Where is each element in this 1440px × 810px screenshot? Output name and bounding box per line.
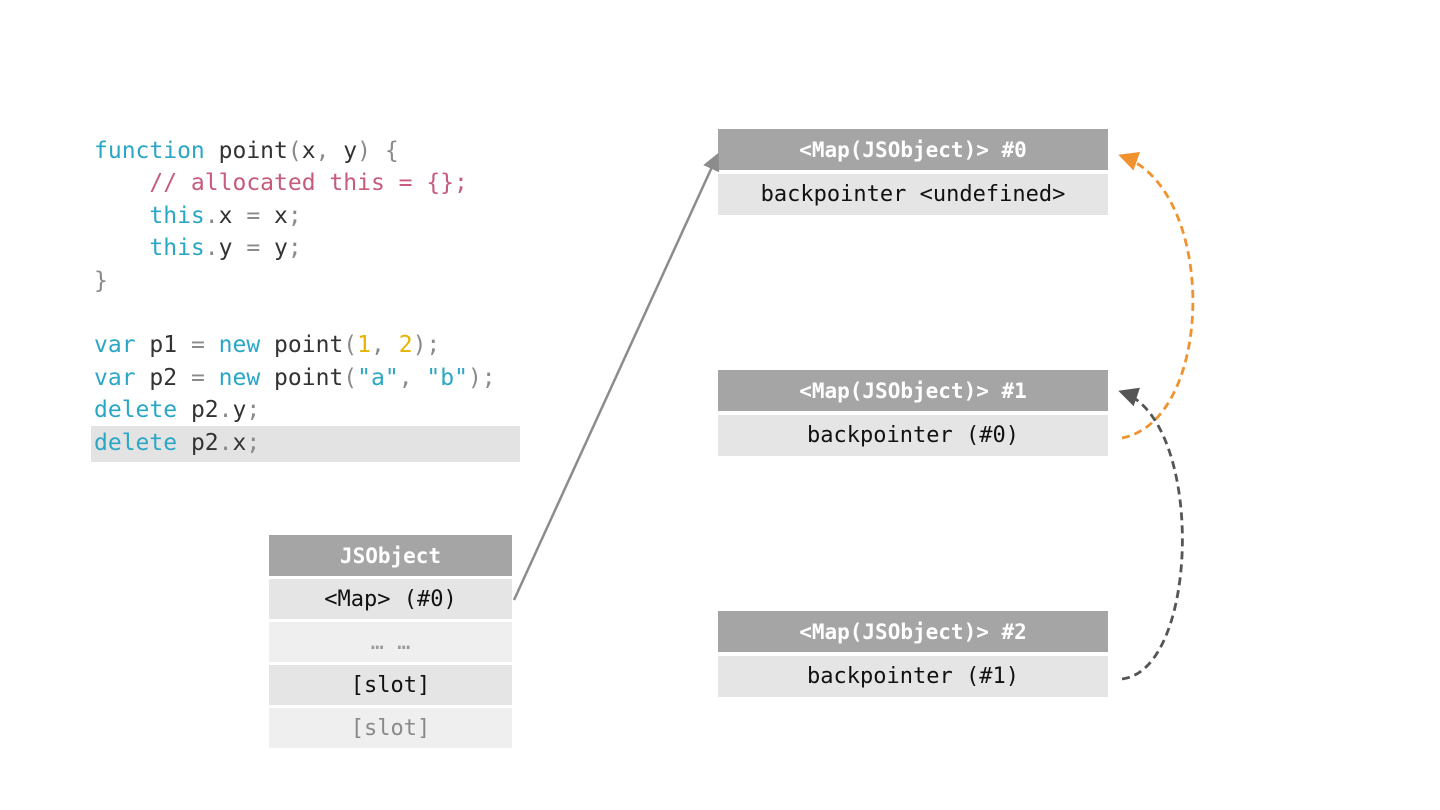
code-token: "a" (357, 364, 399, 391)
jsobject-ellipsis-row: … … (269, 622, 512, 662)
code-token: p2 (135, 364, 191, 391)
code-token: , (315, 138, 344, 164)
code-token: this (94, 202, 205, 229)
code-token: ; (246, 429, 261, 456)
code-token: ( (287, 138, 302, 164)
code-line: ​ (94, 297, 496, 329)
code-token: point (204, 138, 288, 164)
code-token: ( (343, 332, 358, 359)
jsobject-slot-row: [slot] (269, 665, 512, 705)
code-line-highlight (91, 426, 520, 462)
map-backpointer-0: backpointer <undefined> (718, 174, 1108, 215)
code-token: 2 (398, 332, 413, 359)
code-line: delete p2.x; (94, 427, 496, 459)
code-token: 1 (357, 332, 371, 359)
code-line: var p2 = new point("a", "b"); (94, 362, 496, 394)
jsobject-to-map0-arrow (512, 152, 720, 601)
code-token: new (218, 332, 261, 359)
map-box-1: <Map(JSObject)> #1 backpointer (#0) (718, 370, 1108, 456)
code-token: ); (412, 332, 441, 359)
code-token: point (260, 364, 344, 391)
code-token: . (218, 429, 233, 456)
code-token: p1 (135, 332, 191, 359)
code-token: delete (94, 429, 178, 456)
jsobject-header: JSObject (269, 535, 512, 576)
code-line: this.y = y; (94, 232, 496, 264)
map-box-0: <Map(JSObject)> #0 backpointer <undefine… (718, 129, 1108, 215)
code-token: ; (287, 202, 302, 229)
code-token: x (274, 202, 288, 229)
code-line: } (94, 265, 496, 297)
code-token: = (232, 235, 275, 262)
code-token: = (190, 332, 219, 359)
code-token: x (301, 138, 316, 164)
map-header-2: <Map(JSObject)> #2 (718, 611, 1108, 652)
code-token: new (218, 364, 261, 391)
code-token: y (232, 397, 247, 424)
map-box-2: <Map(JSObject)> #2 backpointer (#1) (718, 611, 1108, 697)
code-token: p2 (177, 397, 219, 424)
code-token: // allocated this = {}; (94, 170, 468, 197)
map-header-1: <Map(JSObject)> #1 (718, 370, 1108, 411)
code-token: ( (343, 364, 358, 391)
code-token: ; (287, 235, 302, 262)
code-token: function (94, 138, 205, 164)
code-token: ; (246, 397, 261, 424)
map-header-0: <Map(JSObject)> #0 (718, 129, 1108, 170)
code-token: delete (94, 397, 178, 424)
jsobject-slot-row-faded: [slot] (269, 708, 512, 748)
code-token: y (274, 235, 288, 262)
code-token: } (94, 267, 108, 294)
code-token: . (204, 202, 219, 229)
map-backpointer-1: backpointer (#0) (718, 415, 1108, 456)
map2-to-map1-backpointer-arrow (1118, 387, 1184, 681)
map-backpointer-2: backpointer (#1) (718, 656, 1108, 697)
code-token: ) { (357, 138, 399, 164)
code-token: , (371, 332, 399, 359)
jsobject-map-row: <Map> (#0) (269, 579, 512, 619)
code-token: . (204, 235, 219, 262)
code-token: var (94, 332, 136, 359)
code-token: x (232, 429, 247, 456)
code-token: p2 (177, 429, 219, 456)
code-line: var p1 = new point(1, 2); (94, 329, 496, 361)
code-token: x (218, 202, 233, 229)
code-token: = (190, 364, 219, 391)
code-token: ); (467, 364, 496, 391)
code-token: this (94, 235, 205, 262)
code-token: var (94, 364, 136, 391)
code-token: point (260, 332, 344, 359)
code-token: y (218, 235, 233, 262)
map1-to-map0-backpointer-arrow (1118, 152, 1195, 440)
code-line: // allocated this = {}; (94, 167, 496, 199)
code-token: "b" (426, 364, 468, 391)
jsobject-box: JSObject <Map> (#0) … … [slot] [slot] (269, 535, 512, 748)
code-token: , (398, 364, 427, 391)
code-listing: function point(x, y) { // allocated this… (94, 135, 496, 459)
code-line: this.x = x; (94, 200, 496, 232)
code-line: delete p2.y; (94, 394, 496, 426)
code-line: function point(x, y) { (94, 135, 496, 167)
code-token: = (232, 202, 275, 229)
code-token: . (218, 397, 233, 424)
code-token: y (343, 138, 358, 164)
